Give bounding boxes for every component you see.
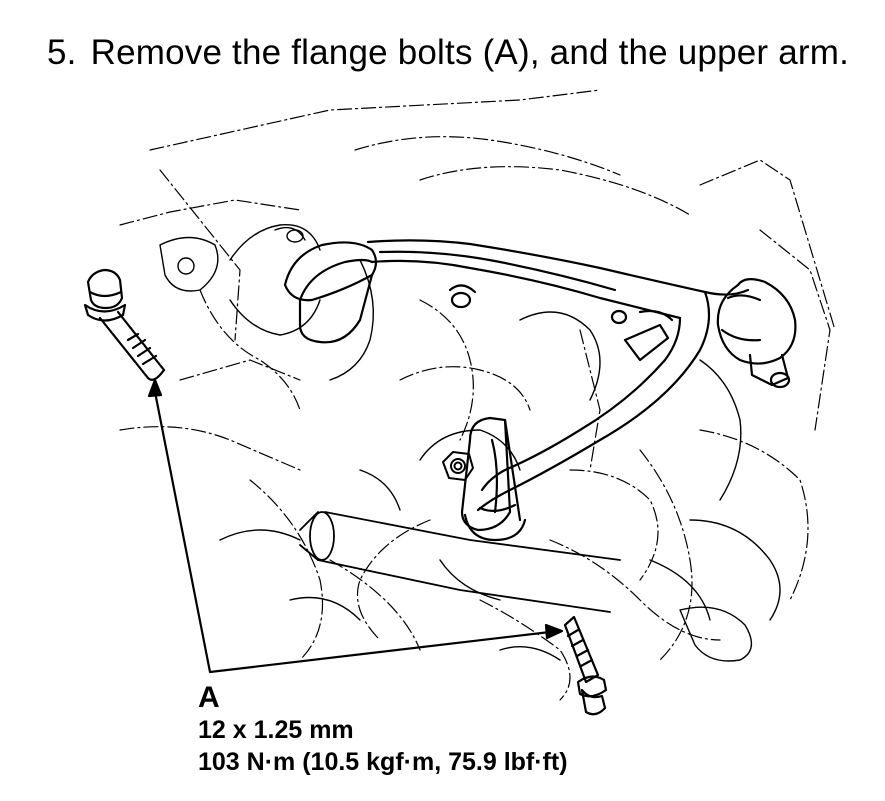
bolt-torque: 103 N·m (10.5 kgf·m, 75.9 lbf·ft) <box>198 748 568 776</box>
flange-bolt-lower <box>563 615 608 716</box>
nut-icon <box>442 451 474 481</box>
background-structure <box>119 89 836 701</box>
ball-joint <box>716 278 797 389</box>
step-text: Remove the flange bolts (A), and the upp… <box>90 33 850 72</box>
callout-letter: A <box>198 681 220 714</box>
driveshaft <box>299 511 621 613</box>
bolt-size: 12 x 1.25 mm <box>198 716 354 744</box>
callout-a: A 12 x 1.25 mm 103 N·m (10.5 kgf·m, 75.9… <box>198 682 568 778</box>
step-number: 5. <box>47 33 77 72</box>
step-instruction: 5. Remove the flange bolts (A), and the u… <box>47 33 849 73</box>
flange-bolt-upper <box>83 268 166 381</box>
callout-leader <box>147 378 564 674</box>
knuckle-housing <box>159 224 781 662</box>
upper-arm <box>283 239 750 542</box>
